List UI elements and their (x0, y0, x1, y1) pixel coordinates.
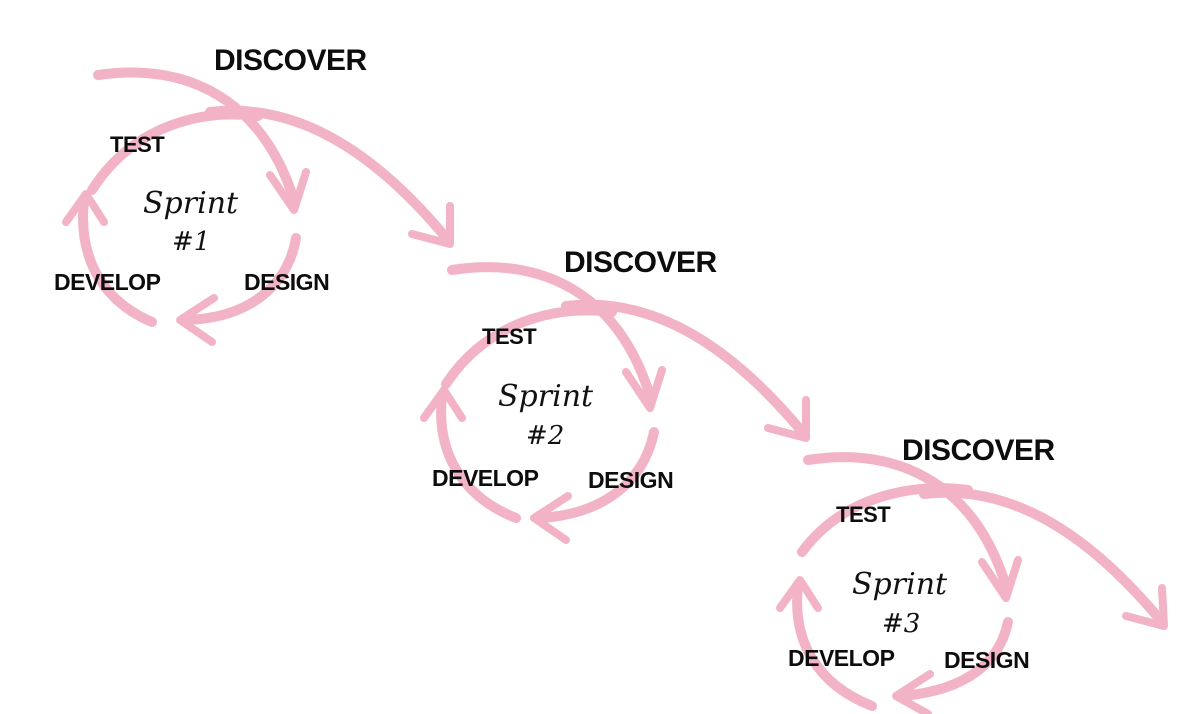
design-label-3: DESIGN (944, 647, 1029, 673)
cycle-bottom-arrowhead-1 (176, 294, 218, 346)
sprint-number-3: #3 (882, 609, 920, 639)
develop-label-2: DEVELOP (432, 465, 539, 491)
cycle-right-arc-3 (897, 617, 1013, 701)
test-label-2: TEST (482, 324, 537, 349)
discover-arrow-1-head (266, 168, 310, 214)
sprint-group-3: DISCOVER TEST DESIGN DEVELOP Sprint #3 (776, 434, 1168, 714)
discover-arrow-2 (447, 262, 655, 401)
cycle-right-arc-1 (181, 233, 301, 325)
discover-arrow-2-head (622, 366, 666, 412)
cycle-top-arc-2 (441, 305, 617, 389)
connector-arrowhead-2 (764, 396, 810, 442)
discover-arrow-3 (803, 452, 1011, 591)
design-label-2: DESIGN (588, 467, 673, 493)
cycle-left-arc-3 (792, 581, 877, 711)
connector-arrow-2 (561, 299, 809, 439)
cycle-left-arc-2 (436, 391, 521, 523)
develop-label-1: DEVELOP (54, 269, 161, 295)
discover-arrow-3-head (978, 556, 1022, 602)
discover-label-2: DISCOVER (564, 246, 718, 279)
develop-label-3: DEVELOP (788, 645, 895, 671)
sprint-word-3: Sprint (852, 567, 948, 602)
discover-arrow-1 (93, 67, 299, 205)
design-label-1: DESIGN (244, 269, 329, 295)
connector-arrowhead-1 (408, 202, 454, 248)
connector-arrow-1 (205, 105, 453, 245)
connector-arrowhead-3 (1122, 584, 1168, 630)
sprint-word-2: Sprint (498, 379, 594, 414)
cycle-left-arc-1 (78, 195, 157, 327)
cycle-left-arrowhead-2 (420, 386, 466, 422)
discover-label-3: DISCOVER (902, 434, 1056, 467)
cycle-bottom-arrowhead-2 (530, 492, 572, 544)
cycle-right-arc-2 (535, 427, 659, 523)
cycle-bottom-arrowhead-3 (892, 670, 934, 714)
test-label-1: TEST (110, 132, 165, 157)
sprint-group-2: DISCOVER TEST DESIGN DEVELOP Sprint #2 (420, 246, 810, 544)
cycle-left-arrowhead-1 (62, 190, 108, 226)
cycle-left-arrowhead-3 (776, 576, 822, 612)
sprint-word-1: Sprint (143, 186, 239, 221)
sprint-group-1: DISCOVER TEST DESIGN DEVELOP Sprint #1 (54, 44, 454, 346)
test-label-3: TEST (836, 502, 891, 527)
sprint-number-2: #2 (526, 421, 564, 451)
sprint-number-1: #1 (172, 227, 210, 257)
discover-label-1: DISCOVER (214, 44, 368, 77)
connector-arrow-3 (919, 487, 1167, 627)
